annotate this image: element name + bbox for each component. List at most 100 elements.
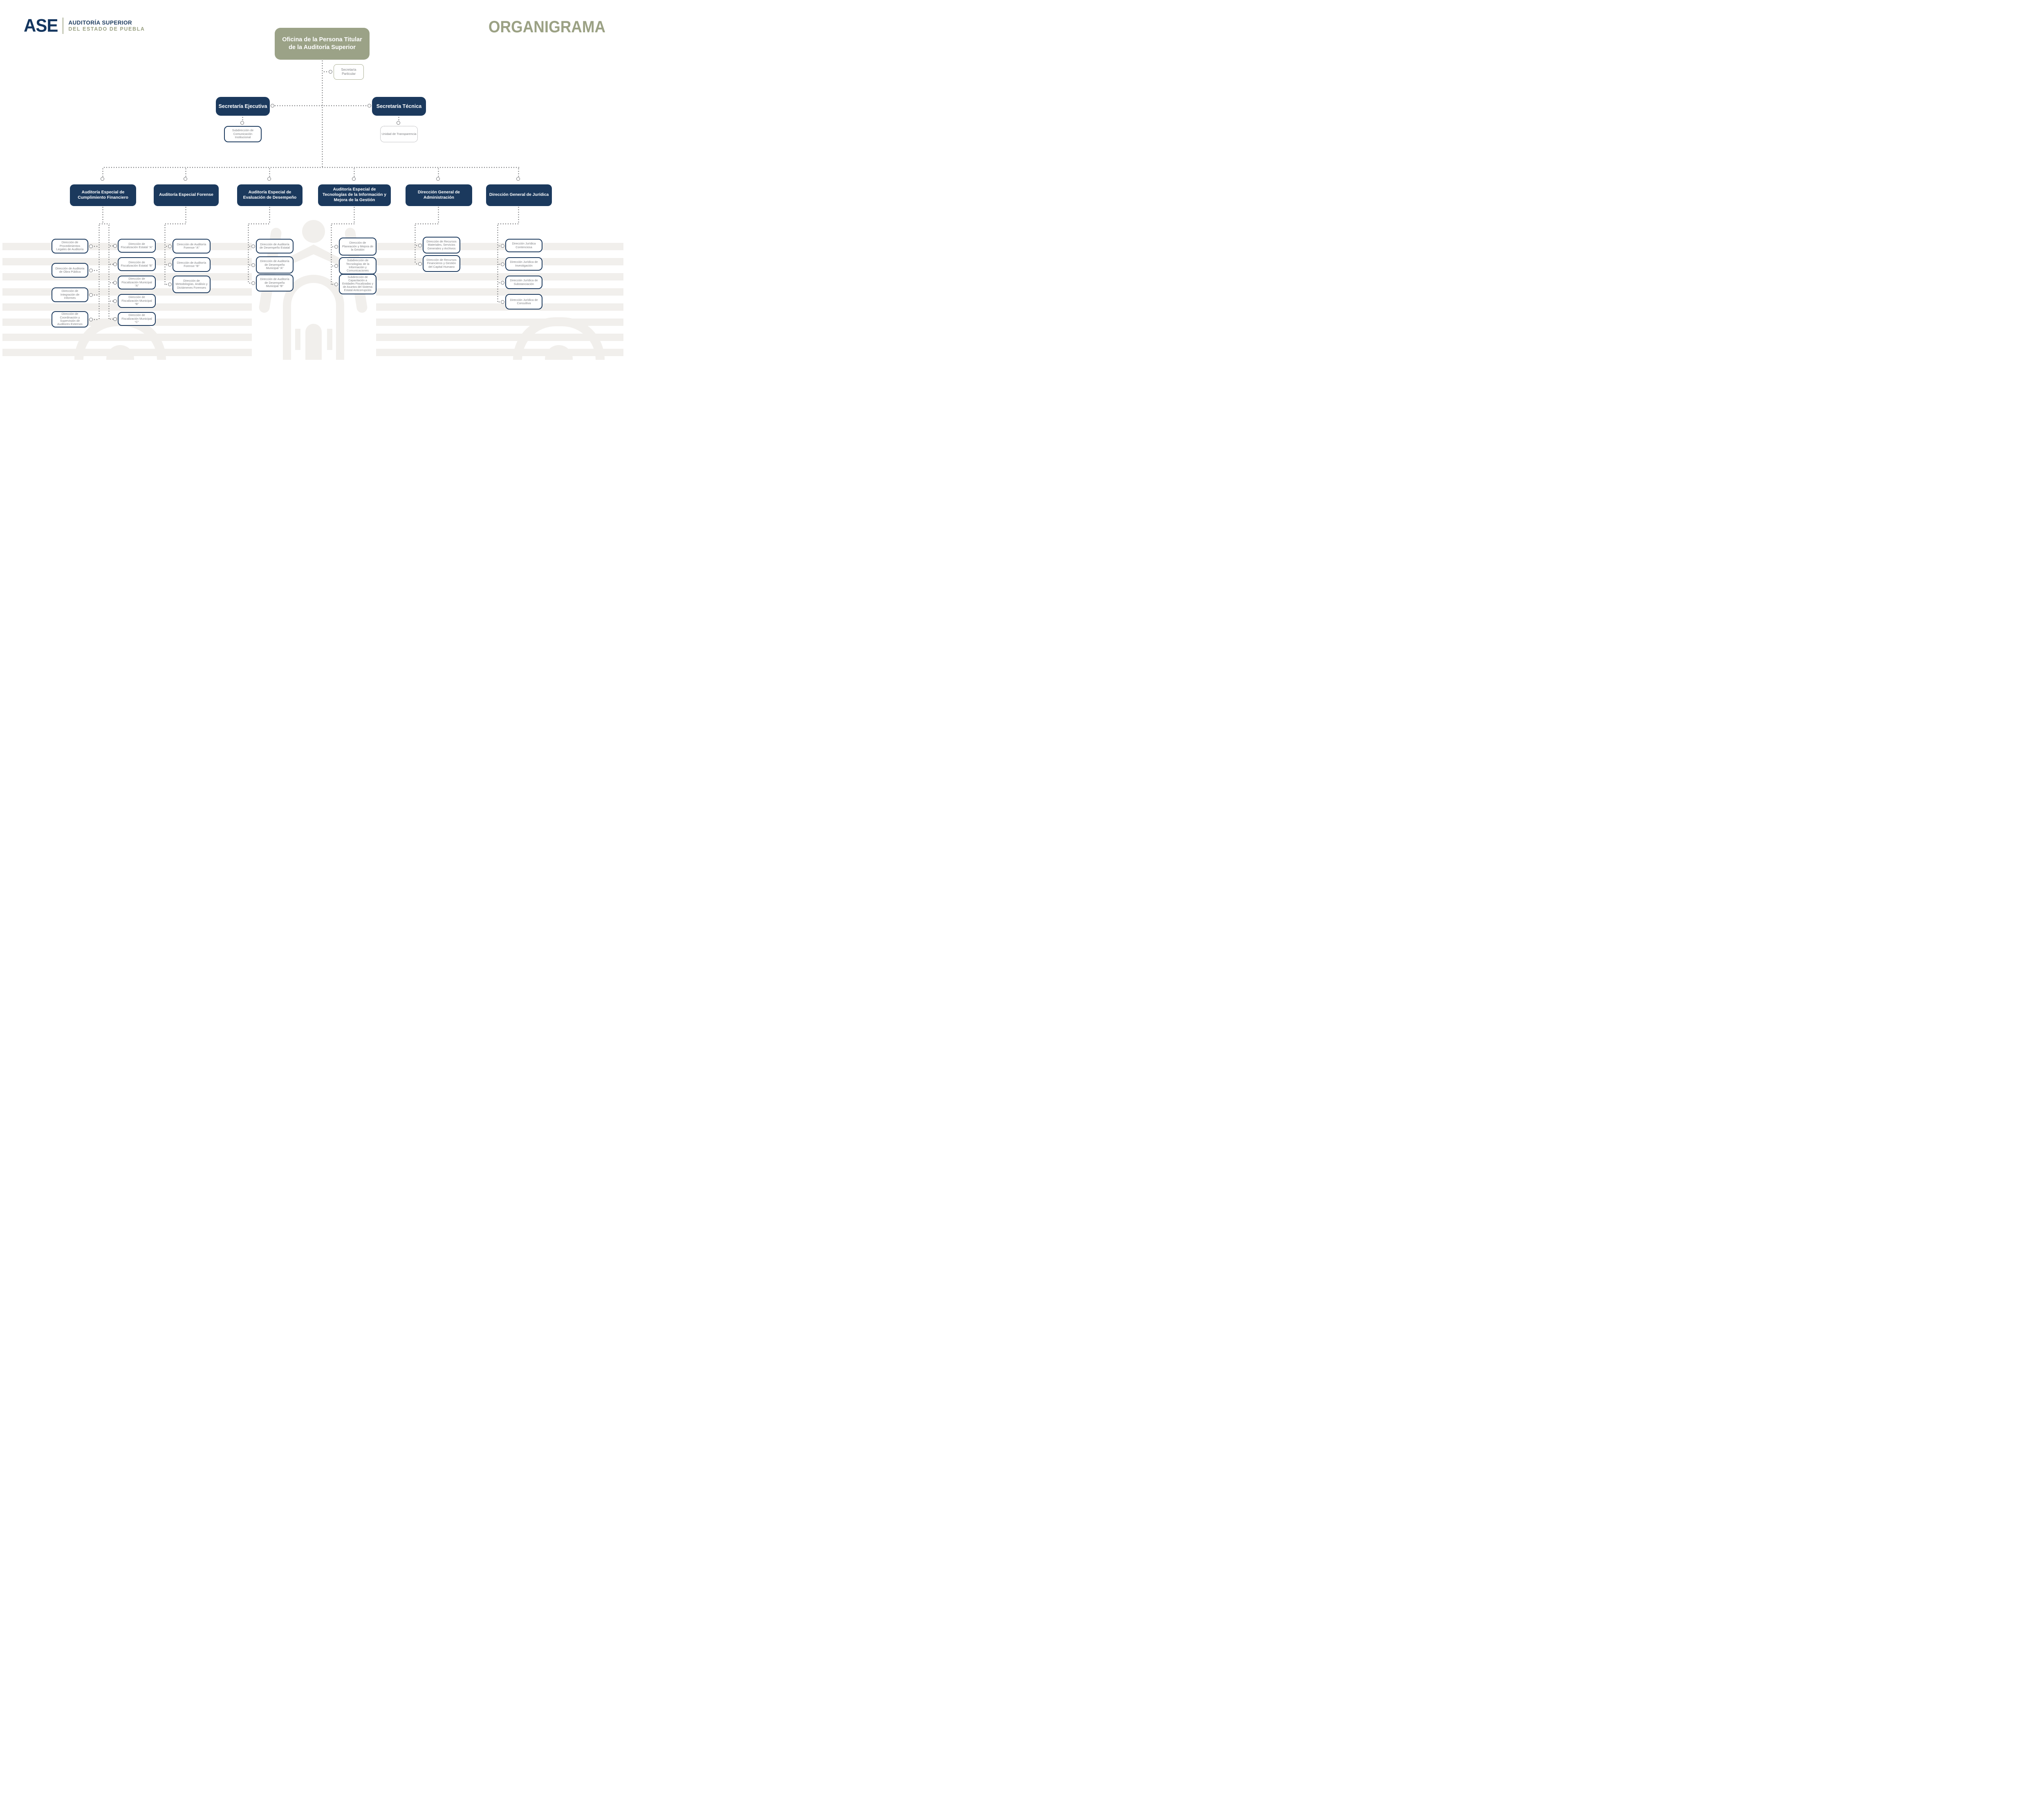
dotted-connector bbox=[164, 224, 166, 285]
connector-node bbox=[501, 262, 504, 266]
connector-node bbox=[240, 121, 244, 125]
connector-node bbox=[89, 245, 93, 248]
org-box-auditoria-tecnologias: Auditoría Especial de Tecnologías de la … bbox=[318, 184, 391, 206]
ase-logo-acronym: ASE bbox=[24, 15, 58, 36]
dotted-connector bbox=[93, 270, 99, 271]
org-box-child: Dirección de Fiscalización Estatal “A” bbox=[118, 239, 156, 253]
org-box-child: Dirección de Auditoria de Obra Pública bbox=[52, 263, 88, 278]
org-box-child: Dirección de Auditoría de Desempeño Muni… bbox=[256, 256, 294, 274]
dotted-connector bbox=[109, 245, 114, 247]
connector-node bbox=[352, 177, 356, 181]
connector-node bbox=[168, 245, 172, 248]
connector-node bbox=[418, 244, 422, 247]
dotted-connector bbox=[165, 264, 168, 265]
org-box-child: Subdirección de Tecnologías de la Inform… bbox=[339, 257, 377, 274]
connector-node bbox=[501, 244, 504, 248]
watermark-window-right bbox=[327, 329, 332, 350]
dotted-connector bbox=[331, 223, 354, 224]
connector-node bbox=[436, 177, 440, 181]
org-box-secretaria-ejecutiva: Secretaría Ejecutiva bbox=[216, 97, 270, 116]
logo-line2: DEL ESTADO DE PUEBLA bbox=[68, 26, 145, 32]
org-box-auditoria-cumplimiento-financiero: Auditoría Especial de Cumplimiento Finan… bbox=[70, 184, 136, 206]
connector-node bbox=[516, 177, 520, 181]
dotted-connector bbox=[185, 206, 186, 224]
connector-node bbox=[89, 318, 93, 321]
dotted-connector bbox=[438, 206, 439, 224]
org-box-child: Dirección de Procedimientos Legales de A… bbox=[52, 239, 88, 253]
page-title: ORGANIGRAMA bbox=[488, 18, 605, 36]
watermark-door bbox=[305, 324, 322, 360]
connector-node bbox=[267, 177, 271, 181]
watermark-window-left bbox=[295, 329, 300, 350]
dotted-connector bbox=[102, 206, 103, 224]
connector-node bbox=[271, 104, 274, 108]
org-box-oficina-titular: Oficina de la Persona Titular de la Audi… bbox=[275, 28, 370, 60]
connector-node bbox=[184, 177, 187, 181]
connector-node bbox=[397, 121, 400, 125]
connector-node bbox=[89, 269, 93, 272]
org-box-child: Subdirección de Capacitación a Entidades… bbox=[339, 274, 377, 294]
dotted-connector bbox=[415, 245, 419, 246]
dotted-connector bbox=[332, 265, 335, 267]
dotted-connector bbox=[497, 223, 519, 224]
org-box-child: Dirección Jurídica de Investigación bbox=[505, 257, 542, 271]
connector-node bbox=[329, 70, 332, 74]
dotted-connector bbox=[99, 224, 100, 319]
dotted-connector bbox=[354, 206, 355, 224]
dotted-connector bbox=[248, 223, 270, 224]
connector-node bbox=[89, 293, 93, 297]
connector-node bbox=[113, 244, 117, 248]
connector-node bbox=[113, 299, 117, 303]
dotted-connector bbox=[332, 246, 335, 247]
org-box-secretaria-tecnica: Secretaría Técnica bbox=[372, 97, 426, 116]
dotted-connector bbox=[109, 319, 114, 320]
connector-node bbox=[101, 177, 104, 181]
connector-node bbox=[501, 281, 504, 285]
dotted-connector bbox=[93, 246, 99, 247]
connector-node bbox=[334, 245, 338, 249]
connector-node bbox=[168, 283, 172, 286]
dotted-connector bbox=[354, 168, 355, 177]
dotted-connector bbox=[165, 284, 168, 285]
connector-node bbox=[251, 245, 255, 248]
dotted-connector bbox=[93, 294, 99, 296]
org-box-child: Dirección de Fiscalización Estatal “B” bbox=[118, 257, 156, 271]
org-box-child: Dirección de Auditoría de Desempeño Muni… bbox=[256, 274, 294, 292]
dotted-connector bbox=[249, 265, 252, 266]
dotted-connector bbox=[109, 282, 114, 283]
dotted-connector bbox=[415, 263, 419, 265]
org-box-child: Dirección Jurídica de Substanciación bbox=[505, 276, 542, 289]
dotted-connector bbox=[102, 168, 103, 177]
dotted-connector bbox=[323, 71, 329, 72]
org-box-direccion-general-administracion: Dirección General de Administración bbox=[406, 184, 472, 206]
org-box-child: Dirección de Fiscalización Municipal “C” bbox=[118, 312, 156, 326]
org-box-child: Dirección de Auditoría de Desempeño Esta… bbox=[256, 239, 294, 253]
org-box-child: Dirección de Coordinación y Supervisión … bbox=[52, 311, 88, 327]
org-box-secretaria-particular: Secretaría Particular bbox=[334, 64, 364, 80]
dotted-connector bbox=[249, 283, 252, 284]
connector-node bbox=[368, 104, 371, 108]
connector-node bbox=[334, 283, 338, 286]
dotted-connector bbox=[415, 224, 416, 264]
dotted-connector bbox=[103, 167, 519, 168]
dotted-connector bbox=[398, 116, 399, 121]
dotted-connector bbox=[498, 245, 501, 247]
dotted-connector bbox=[497, 224, 498, 302]
connector-node bbox=[418, 262, 422, 266]
dotted-connector bbox=[99, 223, 110, 224]
dotted-connector bbox=[438, 168, 439, 177]
dotted-connector bbox=[269, 168, 270, 177]
connector-node bbox=[168, 263, 172, 267]
dotted-connector bbox=[164, 223, 186, 224]
org-box-child: Dirección de Fiscalización Municipal “B” bbox=[118, 294, 156, 308]
dotted-connector bbox=[108, 224, 110, 319]
dotted-connector bbox=[498, 301, 501, 303]
dotted-connector bbox=[165, 246, 168, 247]
dotted-connector bbox=[498, 264, 501, 265]
dotted-connector bbox=[109, 301, 114, 302]
dotted-connector bbox=[332, 284, 335, 285]
dotted-connector bbox=[498, 282, 501, 283]
connector-node bbox=[251, 281, 255, 285]
org-box-child: Dirección de Integración de Informes bbox=[52, 287, 88, 302]
org-box-child: Dirección Jurídica Contenciosa bbox=[505, 239, 542, 252]
